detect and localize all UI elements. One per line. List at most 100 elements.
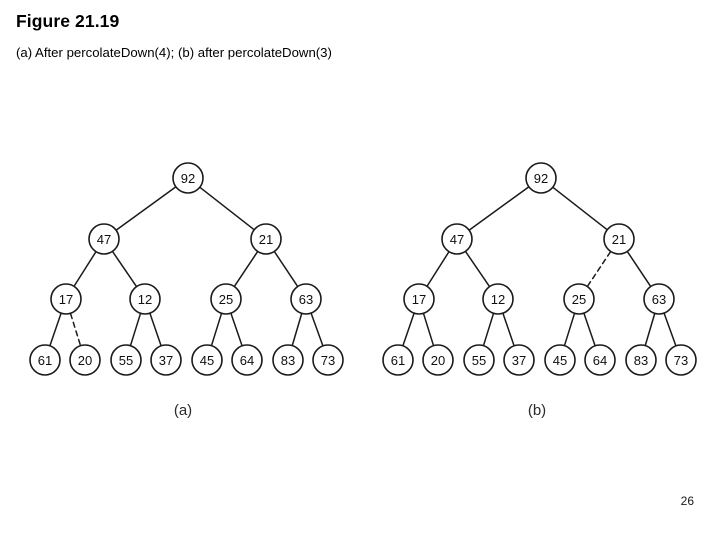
tree-node: 20 bbox=[422, 344, 454, 376]
node-circle bbox=[482, 283, 514, 315]
tree-edge-solid bbox=[199, 186, 255, 231]
node-circle bbox=[503, 344, 535, 376]
tree-edge-solid bbox=[115, 186, 177, 231]
node-circle bbox=[69, 344, 101, 376]
node-value-label: 12 bbox=[491, 292, 505, 307]
tree-edge-solid bbox=[273, 251, 299, 287]
tree-node: 61 bbox=[382, 344, 414, 376]
node-circle bbox=[88, 223, 120, 255]
tree-edge-solid bbox=[233, 251, 259, 287]
tree-edge-solid bbox=[563, 313, 576, 346]
tree-node: 45 bbox=[191, 344, 223, 376]
page-subtitle: (a) After percolateDown(4); (b) after pe… bbox=[16, 45, 332, 60]
node-circle bbox=[525, 162, 557, 194]
node-value-label: 92 bbox=[181, 171, 195, 186]
node-value-label: 21 bbox=[612, 232, 626, 247]
tree-edge-solid bbox=[230, 312, 243, 347]
node-circle bbox=[150, 344, 182, 376]
tree-edge-solid bbox=[402, 312, 415, 347]
node-circle bbox=[172, 162, 204, 194]
node-value-label: 45 bbox=[553, 353, 567, 368]
node-value-label: 73 bbox=[674, 353, 688, 368]
node-value-label: 73 bbox=[321, 353, 335, 368]
node-value-label: 20 bbox=[431, 353, 445, 368]
tree-node: 47 bbox=[441, 223, 473, 255]
node-circle bbox=[29, 344, 61, 376]
tree-edge-solid bbox=[111, 251, 138, 287]
node-circle bbox=[441, 223, 473, 255]
tree-edge-solid bbox=[129, 313, 142, 346]
node-circle bbox=[403, 283, 435, 315]
node-value-label: 63 bbox=[652, 292, 666, 307]
node-value-label: 64 bbox=[593, 353, 607, 368]
node-value-label: 92 bbox=[534, 171, 548, 186]
node-circle bbox=[422, 344, 454, 376]
node-circle bbox=[463, 344, 495, 376]
node-circle bbox=[210, 283, 242, 315]
tree-node: 17 bbox=[50, 283, 82, 315]
node-value-label: 47 bbox=[97, 232, 111, 247]
tree-edge-solid bbox=[502, 312, 515, 347]
page-number: 26 bbox=[680, 494, 694, 508]
node-circle bbox=[312, 344, 344, 376]
node-value-label: 17 bbox=[59, 292, 73, 307]
node-circle bbox=[665, 344, 697, 376]
node-circle bbox=[250, 223, 282, 255]
node-circle bbox=[290, 283, 322, 315]
tree-node: 45 bbox=[544, 344, 576, 376]
tree-edge-dashed bbox=[69, 313, 82, 346]
node-circle bbox=[382, 344, 414, 376]
node-circle bbox=[563, 283, 595, 315]
node-circle bbox=[272, 344, 304, 376]
tree-node: 63 bbox=[643, 283, 675, 315]
tree-node: 55 bbox=[110, 344, 142, 376]
node-circle bbox=[625, 344, 657, 376]
node-value-label: 21 bbox=[259, 232, 273, 247]
node-value-label: 25 bbox=[219, 292, 233, 307]
node-value-label: 12 bbox=[138, 292, 152, 307]
tree-edge-solid bbox=[422, 313, 435, 346]
tree-edge-solid bbox=[464, 251, 491, 287]
tree-edge-solid bbox=[210, 313, 223, 346]
node-circle bbox=[129, 283, 161, 315]
tree-node: 73 bbox=[665, 344, 697, 376]
tree-edge-solid bbox=[310, 312, 324, 347]
tree-node: 64 bbox=[231, 344, 263, 376]
node-circle bbox=[110, 344, 142, 376]
node-value-label: 37 bbox=[512, 353, 526, 368]
tree-edge-solid bbox=[149, 312, 162, 347]
tree-node: 63 bbox=[290, 283, 322, 315]
tree-node: 25 bbox=[563, 283, 595, 315]
node-circle bbox=[231, 344, 263, 376]
tree-node: 21 bbox=[603, 223, 635, 255]
tree-edge-solid bbox=[583, 312, 596, 347]
panel-caption: (b) bbox=[528, 402, 546, 419]
node-circle bbox=[603, 223, 635, 255]
tree-node: 25 bbox=[210, 283, 242, 315]
node-value-label: 64 bbox=[240, 353, 254, 368]
tree-node: 83 bbox=[625, 344, 657, 376]
tree-node: 17 bbox=[403, 283, 435, 315]
tree-node: 92 bbox=[525, 162, 557, 194]
tree-edge-solid bbox=[49, 312, 62, 347]
node-value-label: 83 bbox=[281, 353, 295, 368]
tree-edge-solid bbox=[291, 313, 303, 346]
node-value-label: 61 bbox=[38, 353, 52, 368]
page-title: Figure 21.19 bbox=[16, 11, 120, 31]
tree-edge-solid bbox=[552, 186, 608, 231]
tree-node: 47 bbox=[88, 223, 120, 255]
tree-node: 21 bbox=[250, 223, 282, 255]
node-value-label: 63 bbox=[299, 292, 313, 307]
tree-node: 12 bbox=[129, 283, 161, 315]
tree-node: 83 bbox=[272, 344, 304, 376]
tree-edge-solid bbox=[644, 313, 656, 346]
node-value-label: 17 bbox=[412, 292, 426, 307]
node-circle bbox=[50, 283, 82, 315]
node-circle bbox=[643, 283, 675, 315]
node-value-label: 37 bbox=[159, 353, 173, 368]
node-value-label: 61 bbox=[391, 353, 405, 368]
tree-node: 64 bbox=[584, 344, 616, 376]
